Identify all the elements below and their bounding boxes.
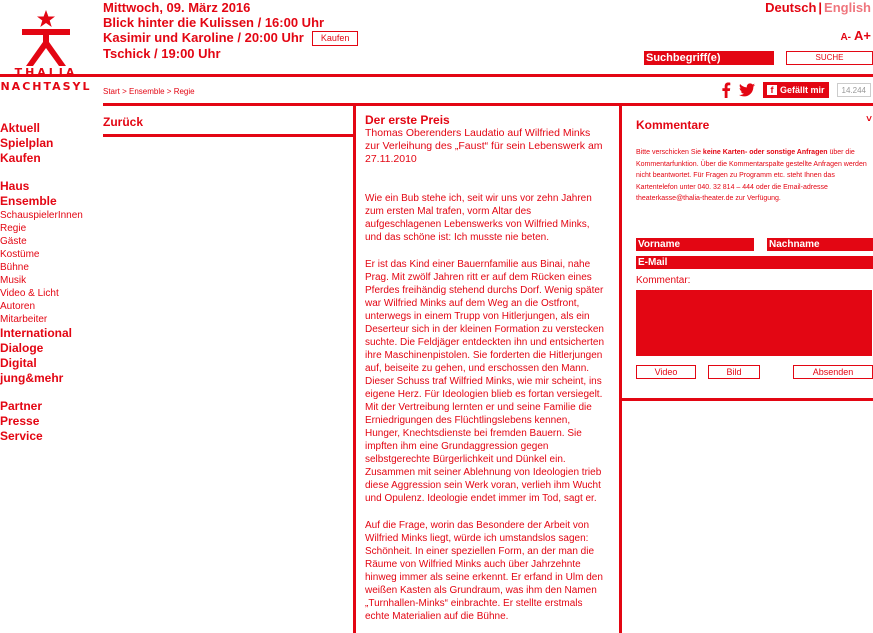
sidebar-item-international[interactable]: International bbox=[0, 326, 73, 340]
header-divider-top bbox=[0, 74, 873, 77]
sidebar-item-partner[interactable]: Partner bbox=[0, 399, 43, 413]
event-item[interactable]: Tschick / 19:00 Uhr bbox=[103, 46, 358, 61]
sidebar-item-digital[interactable]: Digital bbox=[0, 356, 37, 370]
event-link[interactable]: Kasimir und Karoline / 20:00 Uhr bbox=[103, 30, 304, 45]
event-item[interactable]: Kasimir und Karoline / 20:00 Uhr Kaufen bbox=[103, 30, 359, 46]
sidebar-sub-kostueme[interactable]: Kostüme bbox=[0, 249, 40, 260]
vorname-field[interactable]: Vorname bbox=[636, 238, 754, 251]
nachname-field[interactable]: Nachname bbox=[767, 238, 873, 251]
sidebar-sub-schauspieler[interactable]: SchauspielerInnen bbox=[0, 210, 83, 221]
info-text: über die Kommentarfunktion. Über die Kom… bbox=[636, 149, 867, 202]
back-column-divider bbox=[103, 134, 353, 137]
sidebar-item-service[interactable]: Service bbox=[0, 429, 43, 443]
sidebar-nav: Aktuell Spielplan Kaufen Haus Ensemble S… bbox=[0, 121, 95, 444]
column-divider-right bbox=[619, 106, 622, 633]
fb-square-icon: f bbox=[767, 85, 778, 95]
search-button[interactable]: SUCHE bbox=[786, 51, 873, 65]
sidebar-item-spielplan[interactable]: Spielplan bbox=[0, 136, 54, 150]
kaufen-button[interactable]: Kaufen bbox=[311, 31, 359, 46]
comments-heading: Kommentare bbox=[636, 118, 710, 132]
column-divider-left bbox=[353, 106, 356, 633]
font-size-controls: A-A+ bbox=[840, 28, 871, 43]
event-link[interactable]: Blick hinter die Kulissen / 16:00 Uhr bbox=[103, 15, 325, 30]
nav-gap bbox=[0, 166, 95, 179]
twitter-icon[interactable] bbox=[739, 83, 756, 97]
lang-separator: | bbox=[818, 0, 823, 15]
fb-like-label: Gefällt mir bbox=[780, 85, 825, 95]
event-item[interactable]: Blick hinter die Kulissen / 16:00 Uhr bbox=[103, 15, 358, 30]
sidebar-sub-mitarbeiter[interactable]: Mitarbeiter bbox=[0, 314, 48, 325]
facebook-icon[interactable] bbox=[721, 82, 731, 98]
breadcrumb[interactable]: Start > Ensemble > Regie bbox=[103, 87, 195, 96]
email-field[interactable]: E-Mail bbox=[636, 256, 873, 269]
search-input[interactable]: Suchbegriff(e) bbox=[644, 51, 774, 65]
font-smaller-button[interactable]: A- bbox=[840, 32, 852, 43]
sidebar-item-presse[interactable]: Presse bbox=[0, 414, 40, 428]
comments-info: Bitte verschicken Sie keine Karten- oder… bbox=[636, 147, 872, 205]
comments-panel: Kommentare ˅ Bitte verschicken Sie keine… bbox=[636, 114, 872, 205]
lang-english[interactable]: English bbox=[824, 0, 871, 15]
event-link[interactable]: Tschick / 19:00 Uhr bbox=[103, 46, 221, 61]
events-list: Mittwoch, 09. März 2016 Blick hinter die… bbox=[103, 0, 359, 61]
chevron-down-icon[interactable]: ˅ bbox=[866, 114, 872, 125]
lang-deutsch[interactable]: Deutsch bbox=[765, 0, 817, 15]
article-paragraph: Er ist das Kind einer Bauernfamilie aus … bbox=[365, 259, 605, 504]
info-bold: keine Karten- oder sonstige Anfragen bbox=[702, 149, 828, 156]
absenden-button[interactable]: Absenden bbox=[793, 365, 873, 379]
article-paragraph: Wie ein Bub stehe ich, seit wir uns vor … bbox=[365, 193, 592, 243]
sidebar-sub-video-licht[interactable]: Video & Licht bbox=[0, 288, 59, 299]
sidebar-item-haus[interactable]: Haus bbox=[0, 179, 30, 193]
logo-line1: THALIA bbox=[14, 66, 78, 79]
font-larger-button[interactable]: A+ bbox=[854, 28, 871, 43]
like-count: 14.244 bbox=[836, 83, 871, 97]
sidebar-sub-regie[interactable]: Regie bbox=[0, 223, 27, 234]
sidebar-sub-buehne[interactable]: Bühne bbox=[0, 262, 29, 273]
sidebar-sub-gaeste[interactable]: Gäste bbox=[0, 236, 27, 247]
sidebar-item-kaufen[interactable]: Kaufen bbox=[0, 151, 41, 165]
header-divider-bottom bbox=[103, 103, 873, 106]
event-date: Mittwoch, 09. März 2016 bbox=[103, 0, 251, 15]
logo[interactable]: THALIA NACHTASYL bbox=[0, 8, 92, 94]
article-subtitle: Thomas Oberenders Laudatio auf Wilfried … bbox=[365, 127, 603, 165]
video-button[interactable]: Video bbox=[636, 365, 696, 379]
article-title: Der erste Preis bbox=[365, 113, 450, 127]
sidebar-sub-autoren[interactable]: Autoren bbox=[0, 301, 36, 312]
back-link[interactable]: Zurück bbox=[103, 115, 144, 129]
sidebar-item-dialoge[interactable]: Dialoge bbox=[0, 341, 44, 355]
article-paragraph: Auf die Frage, worin das Besondere der A… bbox=[365, 520, 603, 622]
language-switcher: Deutsch|English bbox=[765, 0, 871, 15]
sidebar-item-ensemble[interactable]: Ensemble bbox=[0, 194, 57, 208]
nav-gap bbox=[0, 386, 95, 399]
info-text: Bitte verschicken Sie bbox=[636, 149, 703, 156]
comments-bottom-divider bbox=[622, 398, 873, 401]
sidebar-item-jung-mehr[interactable]: jung&mehr bbox=[0, 371, 64, 385]
thalia-logo-icon bbox=[22, 10, 70, 66]
sidebar-sub-musik[interactable]: Musik bbox=[0, 275, 27, 286]
article: Der erste Preis Thomas Oberenders Laudat… bbox=[365, 114, 605, 633]
bild-button[interactable]: Bild bbox=[708, 365, 760, 379]
kommentar-label: Kommentar: bbox=[636, 275, 691, 286]
kommentar-textarea[interactable] bbox=[636, 290, 872, 356]
logo-line2: NACHTASYL bbox=[0, 80, 92, 93]
sidebar-item-aktuell[interactable]: Aktuell bbox=[0, 121, 41, 135]
